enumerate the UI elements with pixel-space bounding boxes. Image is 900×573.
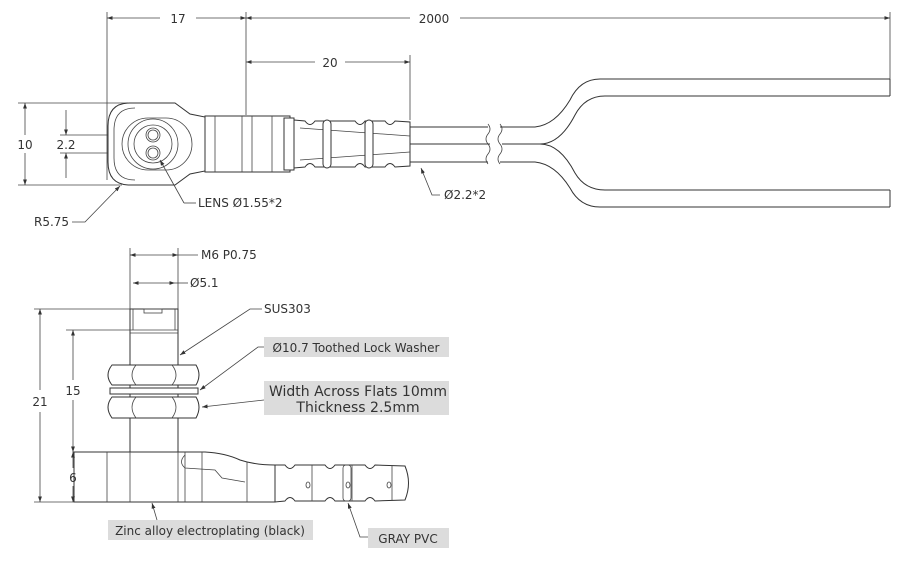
dim-thread: M6 P0.75 <box>130 248 257 262</box>
cable-diameter-callout: Ø2.2*2 <box>420 167 486 202</box>
svg-text:10: 10 <box>17 138 32 152</box>
svg-text:Ø10.7 Toothed Lock Washer: Ø10.7 Toothed Lock Washer <box>273 341 440 355</box>
svg-text:SUS303: SUS303 <box>264 302 311 316</box>
dim-head-length: 17 <box>107 12 246 26</box>
sensor-head <box>107 102 295 186</box>
svg-text:R5.75: R5.75 <box>34 215 69 229</box>
svg-text:M6 P0.75: M6 P0.75 <box>201 248 257 262</box>
side-view: M6 P0.75 Ø5.1 <box>32 248 449 548</box>
svg-text:Thickness 2.5mm: Thickness 2.5mm <box>295 400 419 416</box>
lens-callout: LENS Ø1.55*2 <box>159 159 282 210</box>
hex-nut-upper <box>107 364 200 386</box>
housing-callout: Zinc alloy electroplating (black) <box>108 502 313 540</box>
gray-pvc-boot <box>274 464 409 503</box>
svg-text:GRAY PVC: GRAY PVC <box>378 532 437 546</box>
lock-washer <box>109 387 199 395</box>
dim-total-height: 21 <box>32 309 48 502</box>
svg-text:Zinc alloy electroplating (bla: Zinc alloy electroplating (black) <box>115 524 305 538</box>
cable-boot <box>293 119 411 169</box>
svg-text:Ø2.2*2: Ø2.2*2 <box>444 188 486 202</box>
dim-base-height: 6 <box>69 452 77 502</box>
dim-cable-length: 2000 <box>246 12 890 26</box>
material-callout: SUS303 <box>179 302 311 356</box>
svg-text:2000: 2000 <box>419 12 450 26</box>
svg-text:LENS Ø1.55*2: LENS Ø1.55*2 <box>198 196 282 210</box>
radius-callout: R5.75 <box>34 185 121 229</box>
dim-height: 10 <box>17 102 128 186</box>
svg-text:21: 21 <box>32 395 47 409</box>
lens-icon <box>145 145 161 161</box>
svg-text:20: 20 <box>322 56 337 70</box>
svg-text:Ø5.1: Ø5.1 <box>190 276 219 290</box>
base-housing <box>73 451 276 503</box>
lens-icon <box>145 127 161 143</box>
boot-callout: GRAY PVC <box>347 502 449 548</box>
svg-text:6: 6 <box>69 471 77 485</box>
dim-boot-length: 20 <box>246 56 410 70</box>
dim-thread-height: 15 <box>65 330 81 452</box>
svg-text:2.2: 2.2 <box>56 138 75 152</box>
top-view: 17 2000 20 10 2.2 <box>17 12 891 229</box>
hex-nut-lower <box>107 396 200 419</box>
dim-diameter: Ø5.1 <box>133 276 219 290</box>
svg-text:17: 17 <box>170 12 185 26</box>
cable <box>410 78 891 208</box>
svg-text:Width Across Flats 10mm: Width Across Flats 10mm <box>269 384 447 400</box>
nut-callout: Width Across Flats 10mm Thickness 2.5mm <box>201 381 449 416</box>
svg-text:15: 15 <box>65 384 80 398</box>
washer-callout: Ø10.7 Toothed Lock Washer <box>199 337 449 391</box>
